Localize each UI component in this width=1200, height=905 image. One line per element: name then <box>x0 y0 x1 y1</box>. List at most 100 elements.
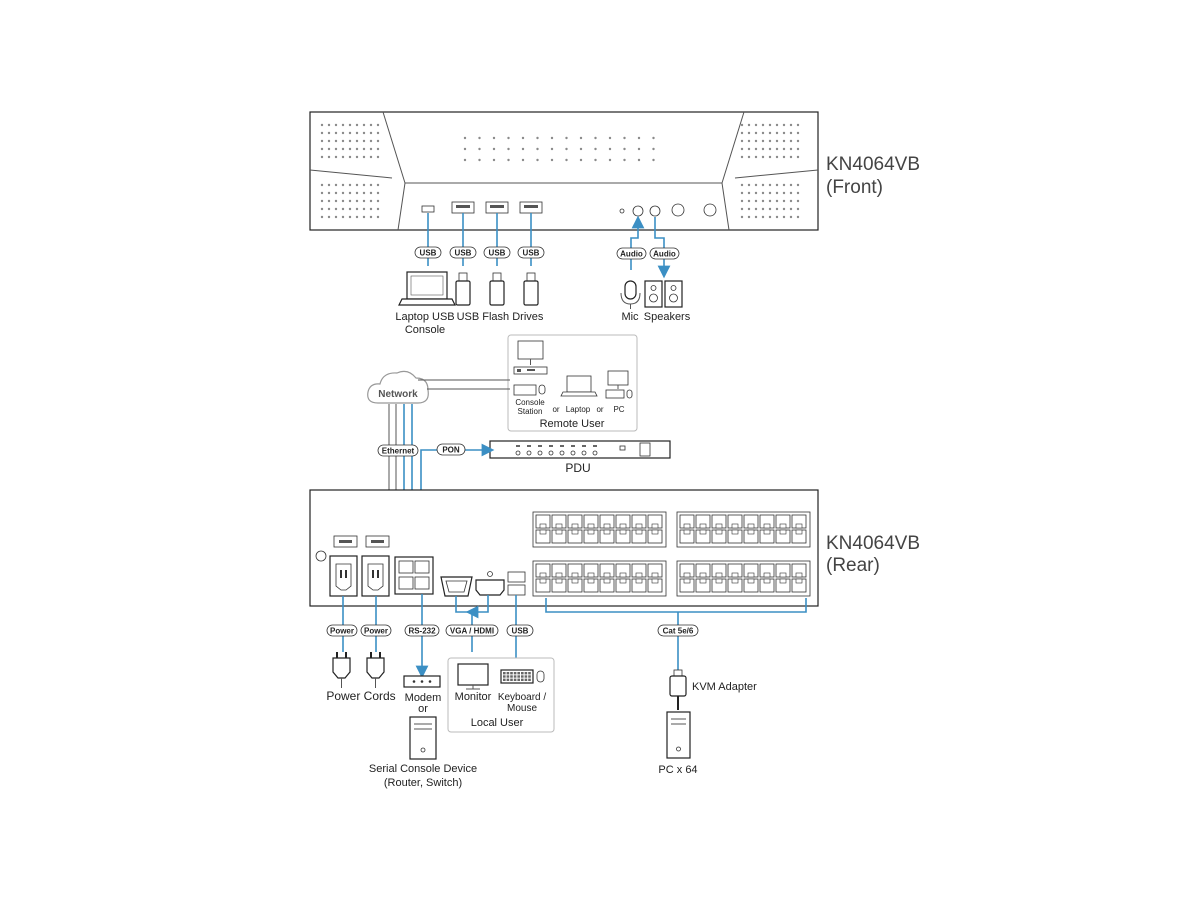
vent-hole <box>747 207 751 211</box>
vent-hole <box>768 199 772 203</box>
vent-hole <box>376 199 380 203</box>
vent-hole <box>369 215 373 219</box>
pdu-outlet <box>537 450 543 456</box>
vent-hole <box>341 123 345 127</box>
vent-hole <box>775 155 779 159</box>
keyboard-key <box>524 678 528 681</box>
kvm-adapter-icon <box>669 669 687 697</box>
pdu-outlet <box>570 450 576 456</box>
vent-hole <box>608 147 612 151</box>
vent-hole <box>341 147 345 151</box>
vent-hole <box>747 123 751 127</box>
vent-hole <box>594 158 597 162</box>
vent-hole <box>789 191 793 195</box>
vent-hole <box>594 136 597 140</box>
rj45-latch <box>539 578 547 584</box>
vent-hole <box>761 139 765 143</box>
rj45-latch <box>731 529 739 535</box>
rj45-latch <box>779 529 787 535</box>
vent-hole <box>327 183 331 187</box>
vent-hole <box>775 199 779 203</box>
remote-pc-icon <box>605 370 633 399</box>
vent-hole <box>652 147 655 151</box>
rj45-latch <box>587 529 595 535</box>
svg-text:Power: Power <box>364 627 388 636</box>
vent-hole <box>355 207 359 211</box>
keyboard-key <box>521 678 524 681</box>
rj45-latch <box>587 572 595 578</box>
vent-hole <box>320 199 324 203</box>
rj45-latch <box>619 529 627 535</box>
pdu-outlet-led <box>527 445 531 447</box>
power-plug-icon-2 <box>366 652 385 688</box>
rj45-latch <box>651 572 659 578</box>
vent-hole <box>362 155 366 159</box>
vent-hole <box>348 215 352 219</box>
pdu-outlet <box>548 450 554 456</box>
vent-hole <box>355 191 359 195</box>
vent-grille-right-lower <box>740 183 800 219</box>
vent-hole <box>327 215 331 219</box>
vent-hole <box>747 183 751 187</box>
power-tag-1: Power <box>326 624 358 637</box>
keyboard-key <box>513 672 517 675</box>
keyboard-label-line2: Mouse <box>507 703 537 714</box>
rj45-latch <box>603 529 611 535</box>
keyboard-key <box>517 672 520 675</box>
rj45-latch <box>779 523 787 529</box>
vga-port <box>440 576 473 597</box>
rj45-latch <box>571 523 579 529</box>
vent-hole <box>369 139 373 143</box>
front-usb-tag-2: USB <box>449 246 477 259</box>
vent-hole <box>507 136 510 140</box>
vent-hole <box>796 191 800 195</box>
microphone-icon <box>620 280 641 309</box>
vent-hole <box>796 207 800 211</box>
rj45-latch <box>619 572 627 578</box>
keyboard-label-line1: Keyboard / <box>498 692 547 703</box>
svg-text:USB: USB <box>420 249 437 258</box>
vent-hole <box>334 207 338 211</box>
vent-hole <box>754 131 758 135</box>
vent-hole <box>320 191 324 195</box>
vent-hole <box>348 207 352 211</box>
vent-hole <box>782 155 786 159</box>
vent-hole <box>594 147 597 151</box>
vent-hole <box>768 155 772 159</box>
vent-hole <box>320 207 324 211</box>
vent-hole <box>747 191 751 195</box>
rj45-latch <box>683 572 691 578</box>
pdu-outlet-led <box>582 445 586 447</box>
vent-hole <box>376 123 380 127</box>
rj45-latch <box>571 578 579 584</box>
svg-text:Cat 5e/6: Cat 5e/6 <box>663 627 694 636</box>
ground-screw <box>315 550 327 562</box>
vent-hole <box>579 147 583 151</box>
vent-hole <box>761 183 765 187</box>
rj45-latch <box>715 572 723 578</box>
vent-hole <box>320 139 324 143</box>
rj45-latch <box>555 523 563 529</box>
keyboard-keys <box>503 672 531 681</box>
keyboard-key <box>524 672 528 675</box>
console-station-icon <box>513 366 548 396</box>
vent-hole <box>796 131 800 135</box>
pdu-outlet-led <box>549 445 553 447</box>
vent-hole <box>754 215 758 219</box>
vent-hole <box>348 199 352 203</box>
vent-hole <box>747 147 751 151</box>
svg-text:USB: USB <box>523 249 540 258</box>
rj45-latch <box>699 578 707 584</box>
rj45-latch <box>747 523 755 529</box>
vent-hole <box>754 183 758 187</box>
vent-hole <box>747 131 751 135</box>
local-user-panel: Monitor Keyboard / Mouse Local User <box>447 657 555 733</box>
vent-hole <box>327 191 331 195</box>
speakers-label: Speakers <box>644 311 691 323</box>
vent-hole <box>320 123 324 127</box>
vent-hole <box>521 147 525 151</box>
rj45-latch <box>571 572 579 578</box>
vent-hole <box>341 131 345 135</box>
